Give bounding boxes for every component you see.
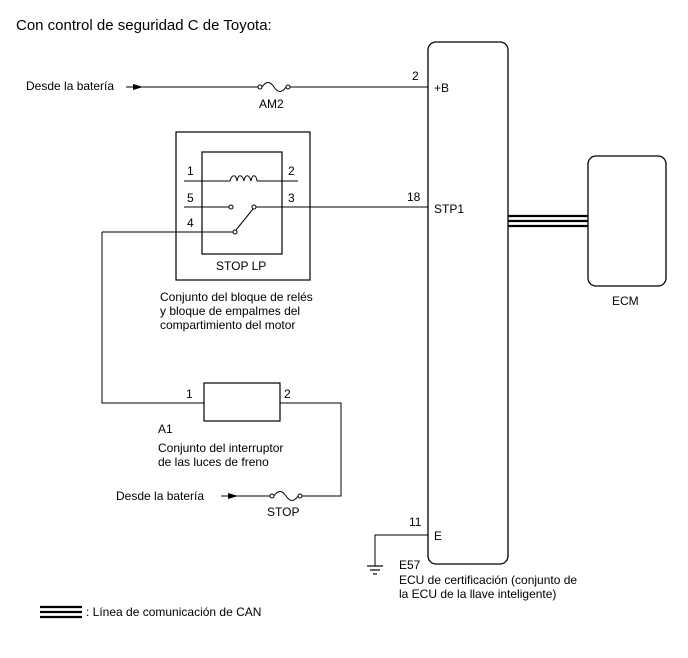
fuse-am2-icon [257,82,291,92]
relay-contact-icon [251,204,257,210]
battery-source-top-label: Desde la batería [26,79,114,93]
wire-ecu-ground [374,534,428,566]
diagram-title: Con control de seguridad C de Toyota: [16,17,272,34]
relay-pin-number: 2 [288,164,295,178]
relay-switch-arm [235,208,254,231]
can-bus-line [508,214,588,228]
ecu-pin-number: 2 [412,69,419,83]
relay-name-label: STOP LP [216,259,266,273]
ecu-pin-label: E [434,529,442,543]
ecu-pin-label: +B [434,81,449,95]
brake-switch-pin: 2 [284,387,291,401]
ecm-box [587,155,667,287]
relay-block-caption: compartimiento del motor [160,318,295,332]
brake-switch-box [203,382,281,422]
brake-switch-code: A1 [158,422,173,436]
relay-contact-icon [228,204,234,210]
wire-brake-switch-stop [280,402,342,497]
brake-switch-caption: Conjunto del interruptor [158,441,283,455]
can-legend-label: : Línea de comunicación de CAN [86,605,261,619]
fuse-stop-icon [269,491,303,501]
ecu-caption: ECU de certificación (conjunto de [399,573,577,587]
fuse-am2-label: AM2 [259,97,284,111]
brake-switch-caption: de las luces de freno [158,455,269,469]
ecu-caption: la ECU de la llave inteligente) [399,587,556,601]
ground-icon [367,565,383,575]
ecu-code: E57 [399,558,421,572]
ecu-pin-number: 18 [407,190,421,204]
relay-block-caption: y bloque de empalmes del [160,304,300,318]
relay-block-outer-box [175,131,311,281]
brake-switch-pin: 1 [186,387,193,401]
battery-source-bottom-label: Desde la batería [116,489,204,503]
relay-pin-number: 3 [288,191,295,205]
relay-pin-number: 5 [187,191,194,205]
ecu-pin-number: 11 [409,515,422,529]
relay-pin-number: 4 [187,216,194,230]
relay-coil-icon [229,175,258,182]
wire-relay-brake-switch [101,232,204,404]
relay-block-caption: Conjunto del bloque de relés [160,290,313,304]
relay-contact-icon [232,229,238,235]
certification-ecu-box [427,41,509,565]
can-legend-symbol [40,605,82,619]
fuse-stop-label: STOP [267,505,299,519]
relay-pin-number: 1 [187,164,194,178]
ecm-label: ECM [612,294,639,308]
ecu-pin-label: STP1 [434,202,464,216]
relay-stop-lp-box [201,151,283,255]
